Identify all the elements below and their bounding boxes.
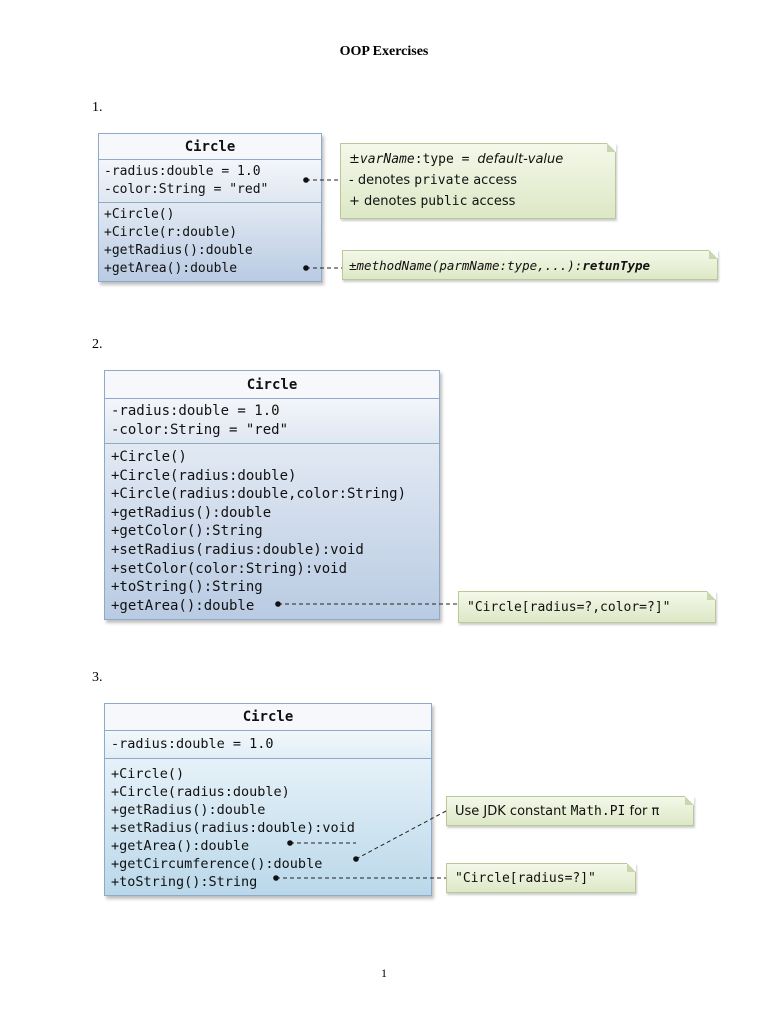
uml-class-name: Circle xyxy=(105,704,431,731)
uml-attribute: -radius:double = 1.0 xyxy=(104,164,261,179)
uml-operation: +Circle(radius:double) xyxy=(111,467,297,484)
note-text: :type = xyxy=(414,152,478,167)
uml-operation: +Circle() xyxy=(111,449,187,465)
uml-class-diagram: Circle -radius:double = 1.0 -color:Strin… xyxy=(98,133,322,282)
note-text: public xyxy=(420,194,468,209)
uml-operation: +getColor():String xyxy=(111,523,263,540)
note-text: ± xyxy=(349,152,360,167)
exercise-number: 3. xyxy=(92,670,103,685)
uml-class-name: Circle xyxy=(99,134,321,160)
note-text: ±methodName( xyxy=(349,258,440,273)
uml-operation: +Circle(radius:double,color:String) xyxy=(111,486,407,503)
uml-operation: +getArea():double xyxy=(111,838,250,854)
uml-operation: +getRadius():double xyxy=(111,504,272,521)
note-tostring-format: "Circle[radius=?]" xyxy=(446,863,636,893)
uml-operation: +Circle() xyxy=(111,766,185,782)
uml-class-diagram: Circle -radius:double = 1.0 -color:Strin… xyxy=(104,370,440,621)
note-line: ±methodName(parmName:type,...):retunType xyxy=(349,256,711,275)
note-text: - denotes xyxy=(349,173,415,188)
uml-class-name: Circle xyxy=(105,371,439,399)
uml-operation: +getRadius():double xyxy=(104,243,253,258)
uml-attributes: -radius:double = 1.0 -color:String = "re… xyxy=(105,399,439,444)
note-text: "Circle[radius=?]" xyxy=(455,871,596,886)
uml-operation: +getArea():double xyxy=(104,261,238,276)
uml-operation: +Circle(radius:double) xyxy=(111,784,290,800)
uml-attribute: -color:String = "red" xyxy=(104,182,269,197)
uml-attributes: -radius:double = 1.0 -color:String = "re… xyxy=(99,160,321,203)
note-text: Math.PI xyxy=(570,804,626,819)
note-line: - denotes private access xyxy=(349,170,607,191)
uml-operations: +Circle() +Circle(r:double) +getRadius()… xyxy=(99,203,321,281)
note-method-syntax: ±methodName(parmName:type,...):retunType xyxy=(342,250,718,280)
note-text: "Circle[radius=?,color=?]" xyxy=(467,600,671,615)
uml-operation: +setRadius(radius:double):void xyxy=(111,541,364,558)
note-text: + denotes xyxy=(349,194,421,209)
note-text: access xyxy=(467,194,516,209)
page-number: 1 xyxy=(381,966,387,980)
uml-attributes: -radius:double = 1.0 xyxy=(105,731,431,759)
uml-attribute: -radius:double = 1.0 xyxy=(111,403,280,419)
note-text: for π xyxy=(625,804,660,819)
uml-operations: +Circle() +Circle(radius:double) +getRad… xyxy=(105,759,431,895)
note-math-pi: Use JDK constant Math.PI for π xyxy=(446,796,694,826)
note-text: retunType xyxy=(582,258,651,273)
note-attribute-syntax: ±varName:type = default-value - denotes … xyxy=(340,143,616,219)
note-line: ±varName:type = default-value xyxy=(349,149,607,170)
note-text: varName xyxy=(359,152,415,167)
page-title: OOP Exercises xyxy=(339,44,429,59)
uml-operation: +Circle(r:double) xyxy=(104,225,238,240)
uml-attribute: -radius:double = 1.0 xyxy=(111,736,274,752)
uml-operations: +Circle() +Circle(radius:double) +Circle… xyxy=(105,444,439,620)
note-text: access xyxy=(469,173,518,188)
note-line: Use JDK constant Math.PI for π xyxy=(455,802,685,821)
exercise-number: 1. xyxy=(92,100,103,115)
uml-class-diagram: Circle -radius:double = 1.0 +Circle() +C… xyxy=(104,703,432,896)
uml-operation: +Circle() xyxy=(104,207,175,222)
note-tostring-format: "Circle[radius=?,color=?]" xyxy=(458,591,716,623)
uml-operation: +toString():String xyxy=(111,579,263,596)
note-text: private xyxy=(414,173,470,188)
uml-operation: +setRadius(radius:double):void xyxy=(111,820,355,836)
exercise-number: 2. xyxy=(92,337,103,352)
uml-operation: +getCircumference():double xyxy=(111,856,323,872)
note-line: + denotes public access xyxy=(349,191,607,212)
uml-operation: +setColor(color:String):void xyxy=(111,560,348,577)
uml-attribute: -color:String = "red" xyxy=(111,422,289,438)
note-text: Use JDK constant xyxy=(455,804,571,819)
uml-operation: +getArea():double xyxy=(111,597,255,614)
note-text: default-value xyxy=(477,152,564,167)
uml-operation: +toString():String xyxy=(111,874,258,890)
note-text: parmName xyxy=(439,258,500,273)
note-text: :type,...): xyxy=(499,258,583,273)
uml-operation: +getRadius():double xyxy=(111,802,266,818)
